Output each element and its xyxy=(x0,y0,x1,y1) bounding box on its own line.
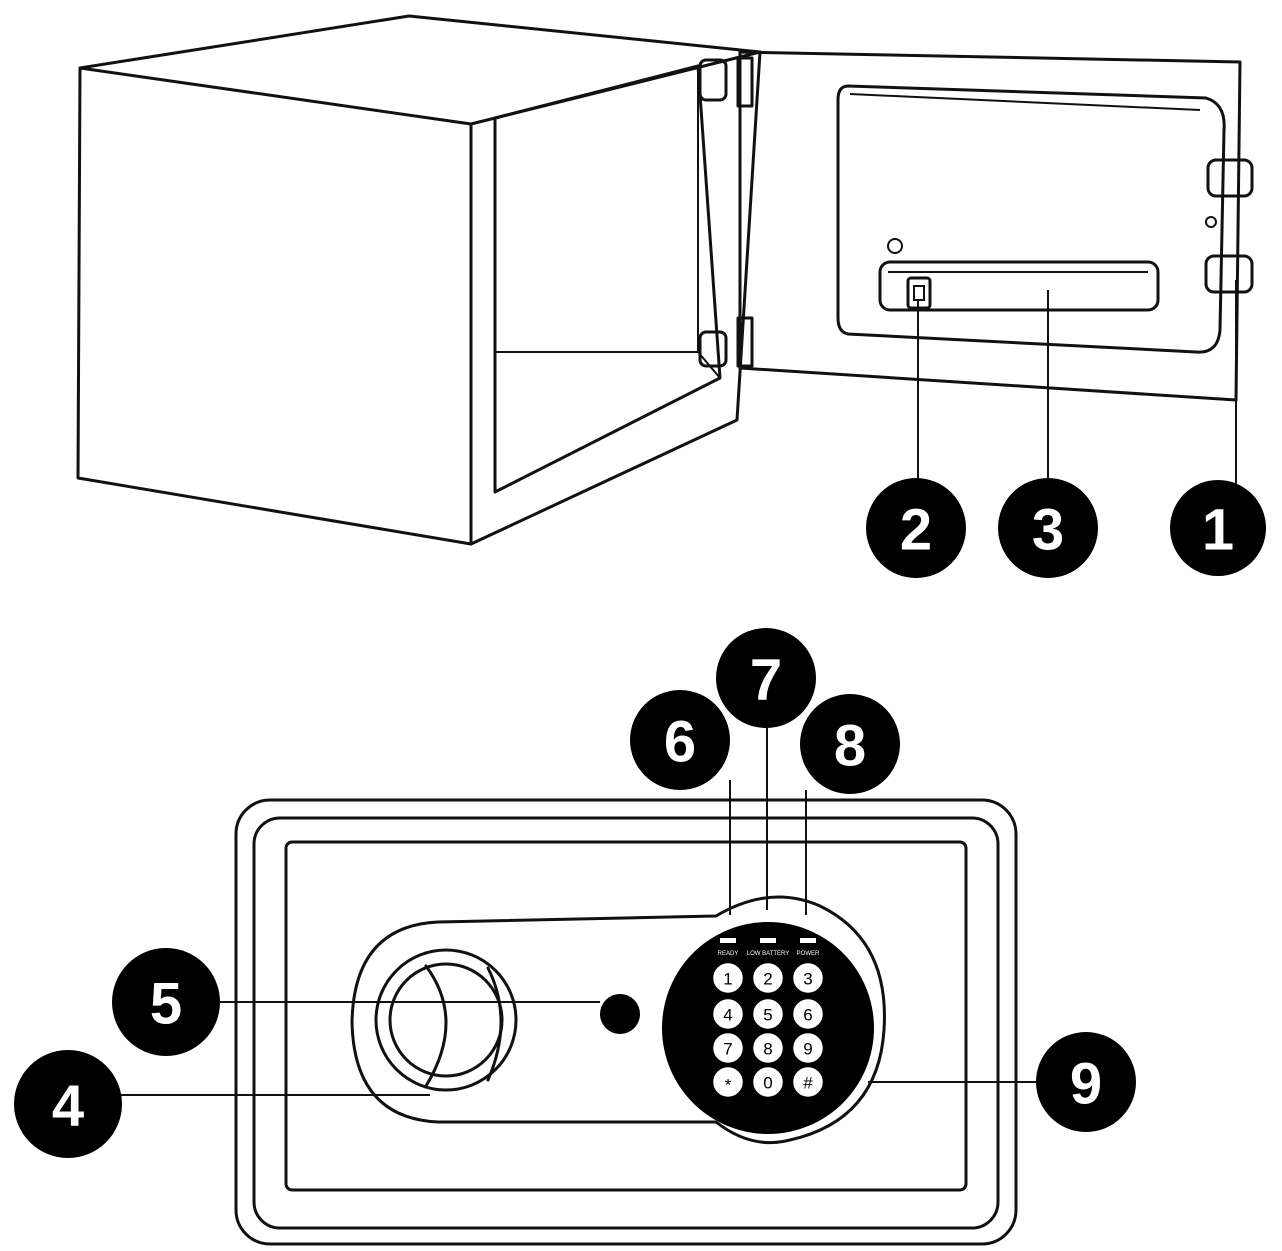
key-hash-label: # xyxy=(803,1074,813,1093)
front-middle-frame xyxy=(252,816,1000,1230)
callout-5-label: 5 xyxy=(150,972,182,1037)
callout-9-label: 9 xyxy=(1070,1052,1102,1117)
key-6-label: 6 xyxy=(803,1006,812,1025)
door-inner-panel xyxy=(836,84,1226,354)
led-low-battery-label: LOW BATTERY xyxy=(747,951,789,957)
key-8-label: 8 xyxy=(763,1040,772,1059)
led-ready xyxy=(720,938,736,943)
key-3[interactable]: 3 xyxy=(793,963,823,993)
callout-5: 5 xyxy=(112,948,220,1056)
top-hinge-plate xyxy=(736,56,754,108)
key-9[interactable]: 9 xyxy=(793,1033,823,1063)
callout-6: 6 xyxy=(630,690,730,790)
key-2-label: 2 xyxy=(763,970,772,989)
key-8[interactable]: 8 xyxy=(753,1033,783,1063)
key-7-label: 7 xyxy=(723,1040,732,1059)
safe-body-outline xyxy=(76,14,762,546)
led-power xyxy=(800,938,816,943)
callout-2-label: 2 xyxy=(900,498,932,563)
key-3-label: 3 xyxy=(803,970,812,989)
handle-knob-outer xyxy=(374,948,518,1092)
locking-bolt-upper xyxy=(1206,158,1254,198)
battery-compartment-cover xyxy=(878,260,1160,312)
safe-door-outline xyxy=(738,50,1242,402)
safe-front-illustration: READY LOW BATTERY POWER 1 2 3 4 5 6 7 8 … xyxy=(116,728,1046,1246)
callout-4: 4 xyxy=(14,1050,122,1158)
callout-7: 7 xyxy=(716,628,816,728)
led-ready-label: READY xyxy=(718,951,739,957)
key-9-label: 9 xyxy=(803,1040,812,1059)
callout-9: 9 xyxy=(1036,1032,1136,1132)
callout-8-label: 8 xyxy=(834,714,866,779)
callout-8: 8 xyxy=(800,694,900,794)
key-5[interactable]: 5 xyxy=(753,999,783,1029)
override-keyhole xyxy=(600,994,640,1034)
callout-6-label: 6 xyxy=(664,710,696,775)
bottom-hinge-plate xyxy=(736,316,754,368)
key-1[interactable]: 1 xyxy=(713,963,743,993)
door-panel-top-edge xyxy=(849,93,1201,111)
front-outer-frame xyxy=(234,798,1018,1246)
callout-2: 2 xyxy=(866,478,966,578)
handle-grip-right xyxy=(486,966,503,1082)
control-bezel xyxy=(350,895,886,1145)
key-4-label: 4 xyxy=(723,1006,732,1025)
key-1-label: 1 xyxy=(723,970,732,989)
led-low-battery xyxy=(760,938,776,943)
key-star-label: * xyxy=(725,1076,732,1095)
bottom-hinge xyxy=(698,330,728,368)
handle-grip-left xyxy=(424,964,448,1088)
callout-1-label: 1 xyxy=(1202,498,1234,563)
key-4[interactable]: 4 xyxy=(713,999,743,1029)
top-hinge xyxy=(698,58,728,102)
callout-7-label: 7 xyxy=(750,648,782,713)
callout-4-label: 4 xyxy=(52,1074,84,1139)
open-safe-illustration xyxy=(76,14,1254,546)
callout-3: 3 xyxy=(998,478,1098,578)
safe-opening-inner xyxy=(493,64,722,494)
front-inner-frame xyxy=(284,840,968,1192)
safe-interior-floor xyxy=(495,351,721,379)
key-hash[interactable]: # xyxy=(793,1067,823,1097)
reset-button xyxy=(913,285,925,301)
callout-1: 1 xyxy=(1170,480,1266,576)
key-star[interactable]: * xyxy=(713,1067,743,1097)
key-6[interactable]: 6 xyxy=(793,999,823,1029)
led-indicator-hole xyxy=(887,238,903,254)
led-power-label: POWER xyxy=(797,951,820,957)
callout-3-label: 3 xyxy=(1032,498,1064,563)
door-side-hole xyxy=(1205,216,1217,228)
key-0-label: 0 xyxy=(763,1074,772,1093)
key-2[interactable]: 2 xyxy=(753,963,783,993)
key-7[interactable]: 7 xyxy=(713,1033,743,1063)
locking-bolt-lower xyxy=(1204,254,1254,294)
key-0[interactable]: 0 xyxy=(753,1067,783,1097)
safe-top-front-edge xyxy=(78,66,473,126)
key-5-label: 5 xyxy=(763,1006,772,1025)
keypad-keys: 1 2 3 4 5 6 7 8 9 * 0 # xyxy=(713,963,823,1097)
